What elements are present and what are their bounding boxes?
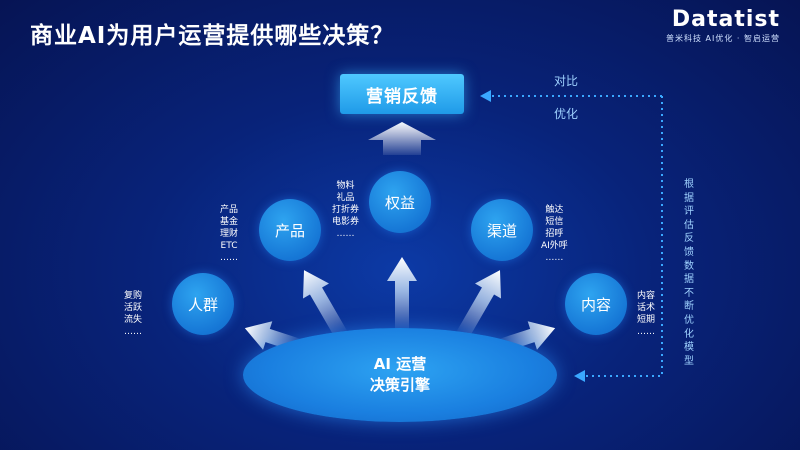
node-renqun: 人群	[172, 273, 234, 335]
node-qudao: 渠道	[471, 199, 533, 261]
loop-arrowhead-engine	[574, 370, 585, 382]
note-renqun: 复购 活跃 流失 ……	[124, 291, 143, 337]
page-title: 商业AI为用户运营提供哪些决策？	[30, 23, 395, 49]
decision-engine: AI 运营 决策引擎	[243, 328, 557, 422]
note-chanpin: 产品 基金 理财 ETC ……	[220, 205, 239, 263]
loop-label-optimize: 优化	[554, 107, 579, 121]
logo-tagline: 普米科技 AI优化 · 智启运营	[665, 34, 780, 43]
loop-side-text: 根 据 评 估 反 馈 数 据 不 断 优 化 模 型	[684, 179, 694, 367]
arrow-to-qudao	[455, 270, 501, 340]
loop-label-compare: 对比	[554, 74, 579, 88]
arrow-to-feedback	[368, 122, 436, 155]
feedback-box: 营销反馈	[340, 74, 464, 114]
node-quanyi: 权益	[369, 171, 431, 233]
node-chanpin: 产品	[259, 199, 321, 261]
engine-line-2: 决策引擎	[369, 376, 430, 394]
note-neirong: 内容 话术 短期 ……	[637, 291, 656, 337]
node-neirong: 内容	[565, 273, 627, 335]
logo: Datatist 普米科技 AI优化 · 智启运营	[666, 8, 780, 44]
note-quanyi: 物料 礼品 打折券 电影券 ……	[332, 181, 360, 239]
note-qudao: 触达 短信 招呼 AI外呼 ……	[541, 205, 568, 263]
logo-wordmark: Datatist	[671, 7, 780, 32]
feedback-loop	[490, 95, 663, 377]
arrow-to-quanyi	[387, 257, 417, 333]
loop-arrowhead-left	[480, 90, 491, 102]
engine-line-1: AI 运营	[373, 355, 427, 373]
arrow-to-chanpin	[303, 270, 349, 340]
